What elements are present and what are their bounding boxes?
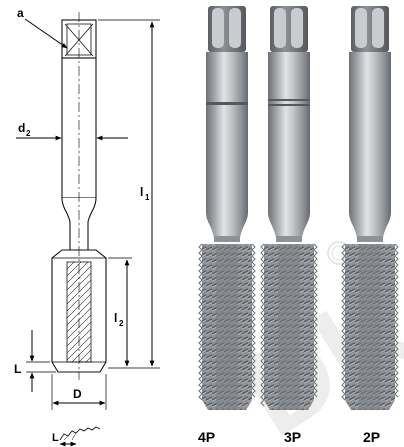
dim-l2: l 2 bbox=[108, 257, 132, 367]
label-l2-sub: 2 bbox=[119, 319, 124, 328]
dim-D: D bbox=[51, 374, 107, 410]
tap-3p: 3P bbox=[260, 6, 318, 445]
chamfer-detail: L bbox=[52, 426, 101, 447]
tap-technical-drawing: a d 2 l 1 l 2 L bbox=[14, 6, 160, 447]
dim-l1: l 1 bbox=[98, 19, 160, 369]
label-l1: l bbox=[140, 185, 143, 199]
label-d2-sub: 2 bbox=[26, 129, 31, 138]
label-a: a bbox=[17, 6, 24, 20]
label-L: L bbox=[14, 362, 21, 376]
dim-d2: d 2 bbox=[16, 121, 128, 141]
label-l2: l bbox=[114, 311, 117, 325]
label-2p: 2P bbox=[363, 429, 380, 445]
label-l1-sub: 1 bbox=[145, 193, 150, 202]
tap-2p: 2P bbox=[341, 6, 399, 445]
label-D: D bbox=[73, 387, 82, 401]
label-3p: 3P bbox=[284, 429, 301, 445]
label-4p: 4P bbox=[198, 429, 215, 445]
label-L-small: L bbox=[52, 432, 59, 444]
label-d2: d bbox=[18, 121, 25, 135]
tap-4p: 4P bbox=[198, 6, 256, 445]
dim-L: L bbox=[14, 330, 56, 392]
